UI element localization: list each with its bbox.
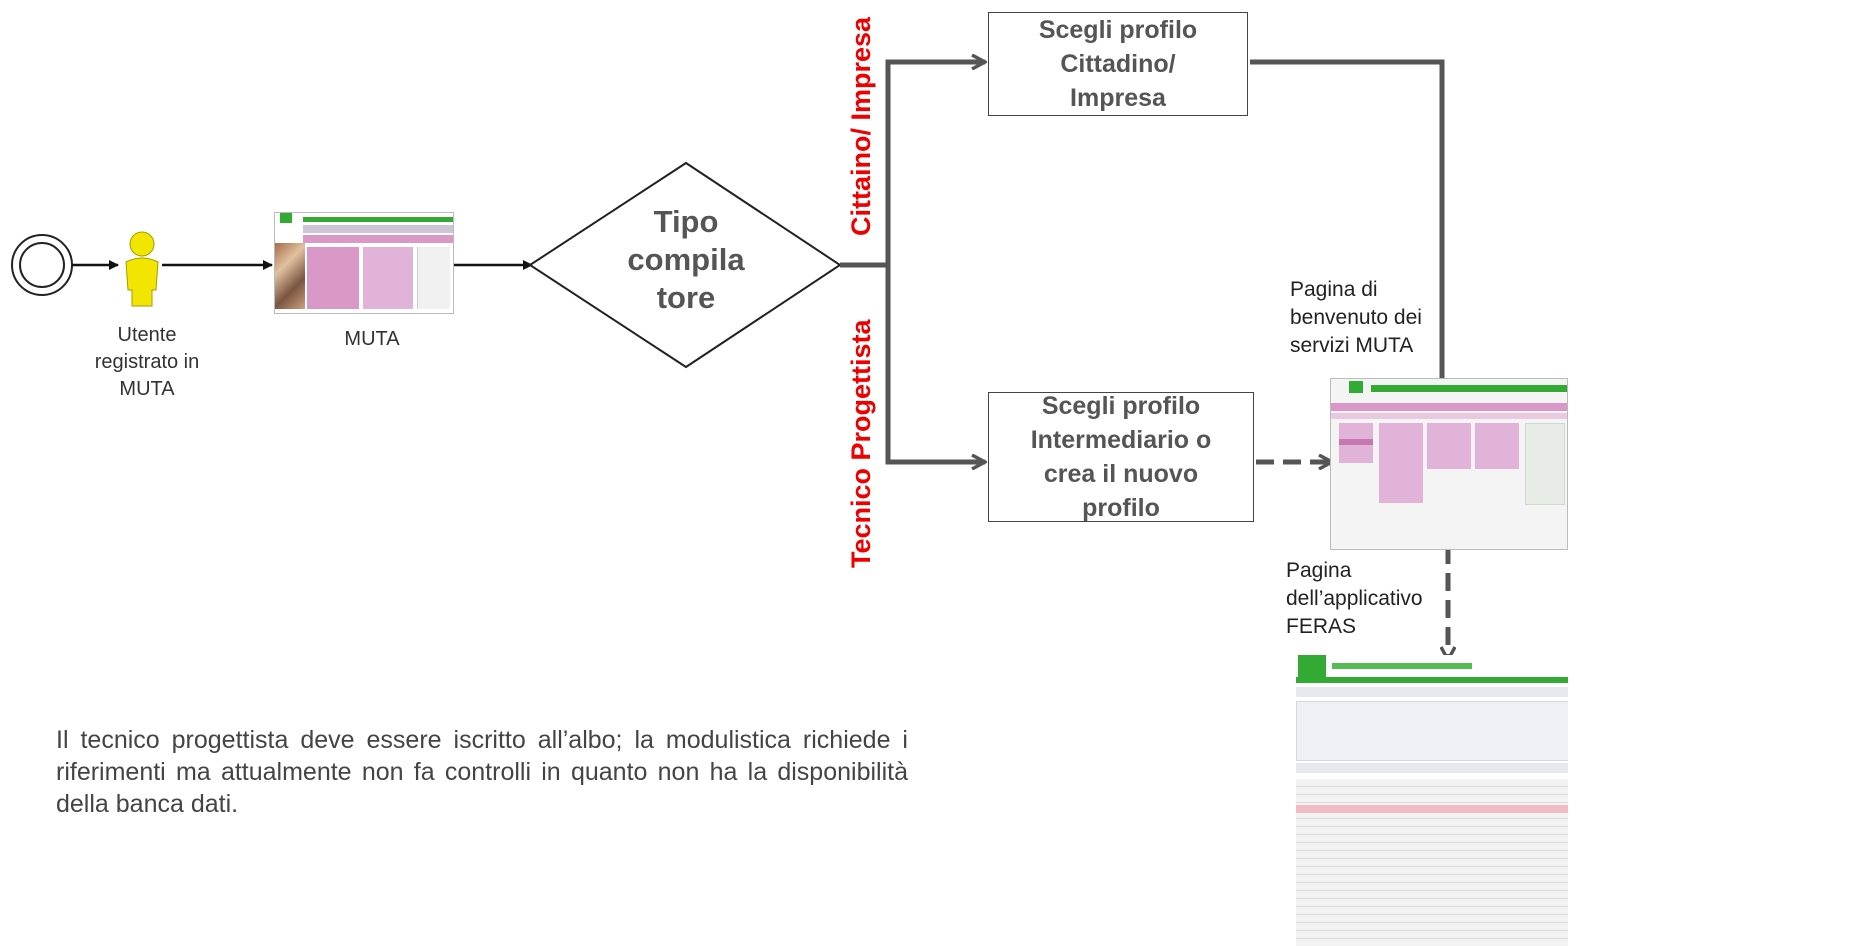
actor-label: Utente registrato in MUTA bbox=[94, 324, 200, 400]
feras-page-screenshot bbox=[1296, 655, 1568, 946]
branch-label-technician: Tecnico Progettista bbox=[846, 319, 876, 568]
start-event bbox=[11, 234, 73, 296]
box-citizen-profile: Scegli profilo Cittadino/ Impresa bbox=[988, 12, 1248, 116]
feras-page-note: Pagina dell’applicativo FERAS bbox=[1286, 559, 1423, 638]
branch-connectors bbox=[840, 62, 1448, 660]
box-citizen-profile-label: Scegli profilo Cittadino/ Impresa bbox=[1038, 16, 1198, 112]
app-label: MUTA bbox=[344, 328, 400, 350]
user-icon bbox=[125, 231, 159, 307]
welcome-page-note: Pagina di benvenuto dei servizi MUTA bbox=[1290, 278, 1422, 357]
welcome-page-screenshot bbox=[1330, 378, 1568, 550]
box-intermediary-profile-label: Scegli profilo Intermediario o crea il n… bbox=[1030, 392, 1212, 522]
decision-label: Tipo compila tore bbox=[627, 204, 745, 315]
footer-note: Il tecnico progettista deve essere iscri… bbox=[56, 726, 908, 818]
box-intermediary-profile: Scegli profilo Intermediario o crea il n… bbox=[988, 392, 1254, 522]
muta-screenshot bbox=[274, 212, 454, 314]
branch-label-citizen: Cittaino/ Impresa bbox=[846, 16, 876, 236]
